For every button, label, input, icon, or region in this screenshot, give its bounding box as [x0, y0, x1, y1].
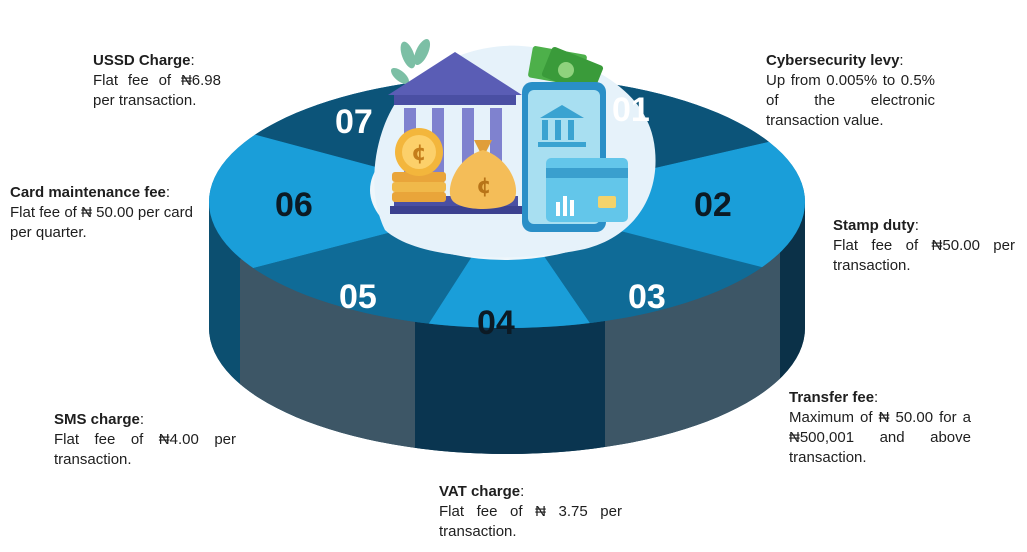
desc-02-text: Flat fee of ₦50.00 per transaction. [833, 237, 1015, 274]
desc-03-title: Transfer fee [789, 389, 875, 406]
desc-03: Transfer fee: Maximum of ₦ 50.00 for a ₦… [789, 389, 971, 466]
finance-illustration: ¢ ¢ [374, 39, 656, 258]
segment-number-03: 03 [628, 278, 666, 316]
desc-04: VAT charge: Flat fee of ₦ 3.75 per trans… [439, 483, 622, 540]
segment-number-04: 04 [477, 304, 515, 342]
segment-number-02: 02 [694, 186, 732, 224]
desc-05: SMS charge: Flat fee of ₦4.00 per transa… [54, 411, 236, 468]
desc-07-text: Flat fee of ₦6.98 per transaction. [93, 72, 221, 109]
desc-01-text: Up from 0.005% to 0.5% of the electronic… [766, 72, 935, 129]
desc-06: Card maintenance fee: Flat fee of ₦ 50.0… [10, 184, 193, 241]
svg-text:¢: ¢ [476, 174, 491, 199]
segment-number-07: 07 [335, 103, 373, 141]
desc-05-text: Flat fee of ₦4.00 per transaction. [54, 431, 236, 468]
svg-text:¢: ¢ [411, 141, 426, 166]
segment-number-05: 05 [339, 278, 377, 316]
credit-card-icon [546, 158, 628, 222]
desc-05-title: SMS charge [54, 411, 140, 428]
money-bag-icon: ¢ [449, 140, 517, 209]
desc-06-title: Card maintenance fee [10, 184, 166, 201]
desc-06-text: Flat fee of ₦ 50.00 per card per quarter… [10, 204, 193, 241]
segment-number-06: 06 [275, 186, 313, 224]
segment-number-01: 01 [612, 91, 650, 129]
desc-04-text: Flat fee of ₦ 3.75 per transaction. [439, 503, 622, 540]
desc-02-title: Stamp duty [833, 217, 915, 234]
desc-07: USSD Charge: Flat fee of ₦6.98 per trans… [93, 52, 221, 109]
desc-02: Stamp duty: Flat fee of ₦50.00 per trans… [833, 217, 1015, 274]
coin-icon: ¢ [392, 128, 446, 202]
desc-03-text: Maximum of ₦ 50.00 for a ₦500,001 and ab… [789, 409, 971, 466]
desc-01: Cybersecurity levy: Up from 0.005% to 0.… [766, 52, 935, 129]
plant-leaf-icon [390, 39, 431, 85]
desc-01-title: Cybersecurity levy [766, 52, 900, 69]
desc-04-title: VAT charge [439, 483, 521, 500]
desc-07-title: USSD Charge [93, 52, 191, 69]
